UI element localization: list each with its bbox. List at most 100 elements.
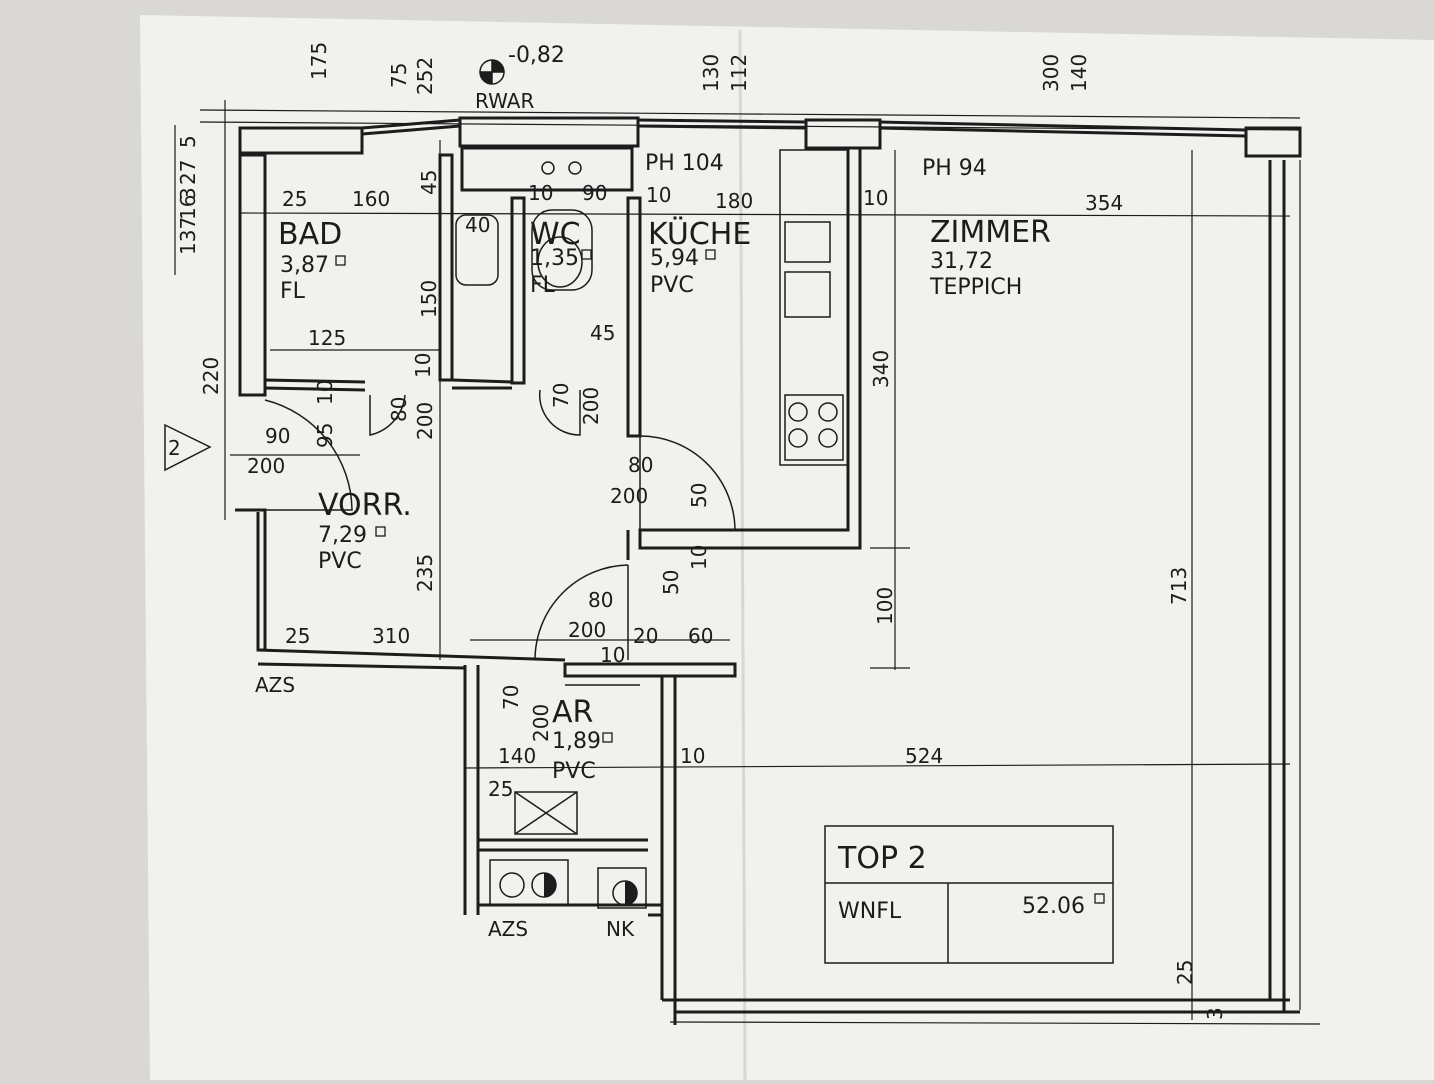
room-floor-zimmer: TEPPICH <box>929 275 1022 300</box>
dim-wc-200: 200 <box>579 387 603 425</box>
dim-z-713: 713 <box>1167 567 1191 605</box>
dim-ar-200: 200 <box>529 704 553 742</box>
level-marker-fill-a <box>492 60 504 72</box>
dim-b-524: 524 <box>905 744 943 768</box>
dim-ar-10: 10 <box>680 744 705 768</box>
dim-left-3: 3 <box>176 187 200 200</box>
stair-number: 2 <box>168 436 181 460</box>
stair-marker-icon <box>164 423 212 472</box>
boiler-fill <box>625 881 637 905</box>
room-floor-wc: FL <box>530 273 556 298</box>
dim-wc-90: 90 <box>582 181 607 205</box>
paper-fold <box>738 29 747 1081</box>
dim-k-180: 180 <box>715 189 753 213</box>
dim-d2-90: 90 <box>265 424 290 448</box>
dim-v-310: 310 <box>372 624 410 648</box>
dim-bad-40: 40 <box>465 213 490 237</box>
dim-left-5: 5 <box>176 135 200 148</box>
room-area-bad: 3,87 <box>280 253 329 278</box>
area-value: 52.06 <box>1022 894 1085 919</box>
dim-top-300: 300 <box>1039 54 1063 92</box>
dim-bad-25: 25 <box>282 187 307 211</box>
ph-label-kueche: PH 104 <box>645 151 724 176</box>
dim-d4-80: 80 <box>588 588 613 612</box>
dim-d2-200: 200 <box>247 454 285 478</box>
dim-d3-80: 80 <box>387 397 411 422</box>
level-marker-label: -0,82 <box>508 43 565 68</box>
dim-d4-10b: 10 <box>600 643 625 667</box>
dim-top-130: 130 <box>699 54 723 92</box>
doors <box>264 389 736 686</box>
dim-d4-10: 10 <box>687 545 711 570</box>
ph-label-zimmer: PH 94 <box>922 156 987 181</box>
dim-ar-140: 140 <box>498 744 536 768</box>
dim-z-100: 100 <box>873 587 897 625</box>
dim-bad-125: 125 <box>308 326 346 350</box>
dim-top-140: 140 <box>1067 54 1091 92</box>
ventilation-fill <box>544 873 556 897</box>
dim-bad-160: 160 <box>352 187 390 211</box>
room-floor-vorr: PVC <box>318 549 362 574</box>
rwar-label: RWAR <box>475 89 534 113</box>
dim-wc-70: 70 <box>549 383 573 408</box>
room-name-zimmer: ZIMMER <box>930 215 1051 250</box>
unit-label: TOP 2 <box>837 841 927 876</box>
dim-z-10: 10 <box>863 186 888 210</box>
dim-d3-200: 200 <box>413 402 437 440</box>
dim-bad-45: 45 <box>417 170 441 195</box>
dim-wc-45: 45 <box>590 321 615 345</box>
room-area-wc: 1,35 <box>530 246 579 271</box>
dim-bad-150: 150 <box>417 280 441 318</box>
area-label: WNFL <box>838 899 902 924</box>
dim-v-235: 235 <box>413 554 437 592</box>
area-unit-squares <box>335 249 1105 904</box>
dim-d4-50: 50 <box>659 570 683 595</box>
dim-ar-70: 70 <box>499 685 523 710</box>
room-floor-bad: FL <box>280 279 306 304</box>
edge-label-nk: NK <box>606 917 635 941</box>
dim-d4-200: 200 <box>568 618 606 642</box>
edge-label-azs1: AZS <box>255 673 295 697</box>
dim-d2-95: 95 <box>313 423 337 448</box>
dim-left-27: 27 <box>176 160 200 185</box>
dim-left-16: 16 <box>176 195 200 220</box>
room-name-wc: WC <box>530 217 581 252</box>
dim-k-10: 10 <box>646 183 671 207</box>
dim-top-75: 75 <box>387 63 411 88</box>
room-area-kueche: 5,94 <box>650 246 699 271</box>
dim-wc-10: 10 <box>528 181 553 205</box>
dim-z-354: 354 <box>1085 191 1123 215</box>
dim-top-252: 252 <box>413 57 437 95</box>
room-name-kueche: KÜCHE <box>648 216 751 252</box>
room-floor-ar: PVC <box>552 759 596 784</box>
dim-b-3: 3 <box>1203 1007 1227 1020</box>
unit-info-box <box>824 825 1114 964</box>
walls <box>235 116 1302 1025</box>
room-area-vorr: 7,29 <box>318 523 367 548</box>
dim-d2-10: 10 <box>313 380 337 405</box>
dim-left-137: 137 <box>176 217 200 255</box>
dim-d1-200: 200 <box>610 484 648 508</box>
dim-bad-10: 10 <box>411 353 435 378</box>
room-floor-kueche: PVC <box>650 273 694 298</box>
dim-d4-20: 20 <box>633 624 658 648</box>
dim-left-220: 220 <box>199 357 223 395</box>
room-area-zimmer: 31,72 <box>930 249 993 274</box>
dim-v-25: 25 <box>285 624 310 648</box>
dim-z-340: 340 <box>869 350 893 388</box>
level-marker-fill-b <box>480 72 492 84</box>
room-area-ar: 1,89 <box>552 729 601 754</box>
edge-label-azs2: AZS <box>488 917 528 941</box>
dim-d1-80: 80 <box>628 453 653 477</box>
room-name-vorr: VORR. <box>318 488 412 523</box>
room-name-bad: BAD <box>278 217 342 252</box>
dim-ar-25: 25 <box>488 777 513 801</box>
dim-top-112: 112 <box>727 54 751 92</box>
dim-d3-50: 50 <box>687 483 711 508</box>
dim-b-25: 25 <box>1173 960 1197 985</box>
dim-d4-60: 60 <box>688 624 713 648</box>
room-name-ar: AR <box>552 695 593 730</box>
dim-top-175: 175 <box>307 42 331 80</box>
